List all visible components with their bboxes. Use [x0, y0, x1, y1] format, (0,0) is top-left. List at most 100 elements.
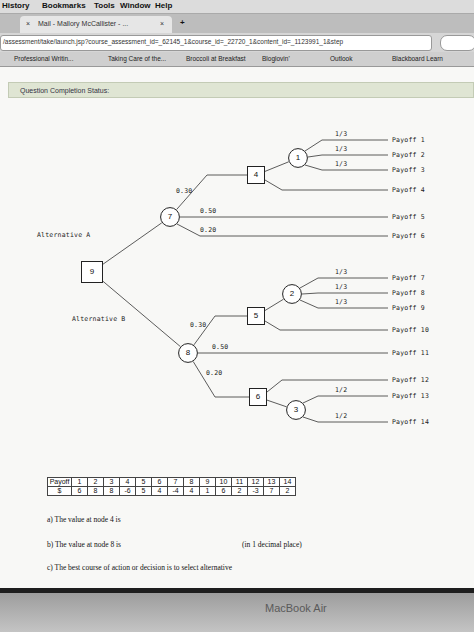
branch-line [265, 162, 289, 172]
node-number: 2 [290, 290, 294, 298]
tree-label: 1/3 [335, 161, 347, 168]
tree-label: 1/3 [335, 284, 347, 291]
tree-label: 1/2 [335, 413, 347, 420]
tree-label: 0.50 [200, 208, 216, 215]
node-number: 3 [294, 406, 298, 414]
browser-text: Question Completion Status: [20, 87, 109, 94]
browser-text: + [180, 19, 185, 27]
tree-label: Payoff 10 [392, 327, 429, 334]
leader-line [300, 300, 388, 308]
table-cell: 5 [135, 486, 152, 496]
browser-text: × [26, 20, 30, 27]
tree-label: 0.20 [200, 227, 216, 234]
question-text: (in 1 decimal place) [242, 541, 302, 549]
tree-label: 1/3 [335, 269, 347, 276]
device-label: MacBook Air [265, 603, 327, 614]
browser-text: Bloglovin' [262, 56, 290, 63]
tree-label: Payoff 4 [392, 187, 425, 194]
table-cell: 8 [87, 486, 104, 496]
branch-label: 0.30 [190, 322, 206, 329]
question-text: a) The value at node 4 is [47, 516, 121, 524]
chance-node: 7 [160, 207, 180, 227]
circle-shape [289, 149, 308, 168]
branch-label: 0.30 [176, 188, 192, 195]
browser-text: Taking Care of the... [108, 56, 166, 63]
branch-line [265, 299, 284, 310]
chance-node: 8 [178, 343, 198, 363]
chance-node: 3 [286, 400, 306, 420]
tree-label: Payoff 1 [392, 137, 425, 144]
question-text: b) The value at node 8 is [47, 541, 121, 549]
table-cell: 7 [263, 486, 280, 496]
table-cell: -3 [247, 486, 264, 496]
table-cell: 4 [183, 486, 200, 496]
tree-label: 1/3 [335, 131, 347, 138]
table-cell: -6 [119, 486, 136, 496]
browser-text: Professional Writin... [14, 56, 73, 63]
question-text: c) The best course of action or decision… [47, 564, 232, 572]
leader-line [180, 217, 388, 218]
branch-label: Alternative A [37, 232, 90, 239]
browser-text: Outlook [330, 56, 352, 63]
tree-label: 0.50 [212, 344, 228, 351]
tree-label: Payoff 14 [392, 419, 429, 426]
decision-node: 5 [247, 307, 265, 325]
leader-line [267, 380, 388, 392]
branch-line [177, 175, 247, 210]
browser-text: Mail - Mallory McCallister - ... [38, 20, 128, 27]
node-number: 6 [256, 393, 260, 401]
browser-text: Window [120, 2, 151, 10]
branch-line [193, 362, 249, 398]
browser-text: Blackboard Learn [392, 56, 443, 63]
circle-shape [287, 401, 306, 420]
node-number: 8 [186, 349, 190, 357]
circle-shape [179, 344, 198, 363]
branch-line [194, 316, 247, 345]
branch-line [103, 281, 180, 346]
tree-label: 1/3 [335, 146, 347, 153]
table-cell: -4 [167, 486, 184, 496]
branch-label: 0.20 [206, 370, 222, 377]
branch-line [267, 400, 287, 407]
leader-line [177, 224, 388, 236]
tree-label: Payoff 11 [392, 350, 429, 357]
branch-line [103, 223, 162, 264]
browser-text: Tools [94, 2, 115, 10]
tree-label: Payoff 3 [392, 167, 425, 174]
table-cell: 2 [231, 486, 248, 496]
browser-text: /assessment/take/launch.jsp?course_asses… [3, 39, 343, 46]
tree-label: Payoff 13 [392, 393, 429, 400]
browser-text: Help [155, 2, 172, 10]
node-number: 5 [254, 312, 258, 320]
tree-label: Payoff 6 [392, 233, 425, 240]
node-number: 7 [168, 213, 172, 221]
decision-node: 6 [249, 388, 267, 406]
leader-line [308, 155, 388, 157]
browser-text: × [160, 20, 164, 27]
branch-label: Alternative B [72, 316, 125, 323]
table-cell: 6 [71, 486, 88, 496]
circle-shape [161, 208, 180, 227]
table-cell: 4 [151, 486, 168, 496]
chance-node: 2 [282, 284, 302, 304]
decision-node: 9 [81, 261, 103, 283]
chance-node: 1 [288, 148, 308, 168]
tree-label: Payoff 12 [392, 377, 429, 384]
tree-label: Payoff 7 [392, 275, 425, 282]
leader-line [265, 321, 388, 330]
table-cell: 2 [279, 486, 296, 496]
table-cell: 1 [199, 486, 216, 496]
table-cell: 8 [103, 486, 120, 496]
tree-label: 1/3 [335, 299, 347, 306]
tree-label: Payoff 8 [392, 290, 425, 297]
tree-label: Payoff 5 [392, 214, 425, 221]
browser-text: Bookmarks [42, 2, 86, 10]
search-field [440, 35, 474, 51]
table-cell: 6 [215, 486, 232, 496]
node-number: 9 [90, 268, 94, 276]
circle-shape [283, 285, 302, 304]
tree-label: 1/2 [335, 387, 347, 394]
decision-node: 4 [247, 166, 265, 184]
